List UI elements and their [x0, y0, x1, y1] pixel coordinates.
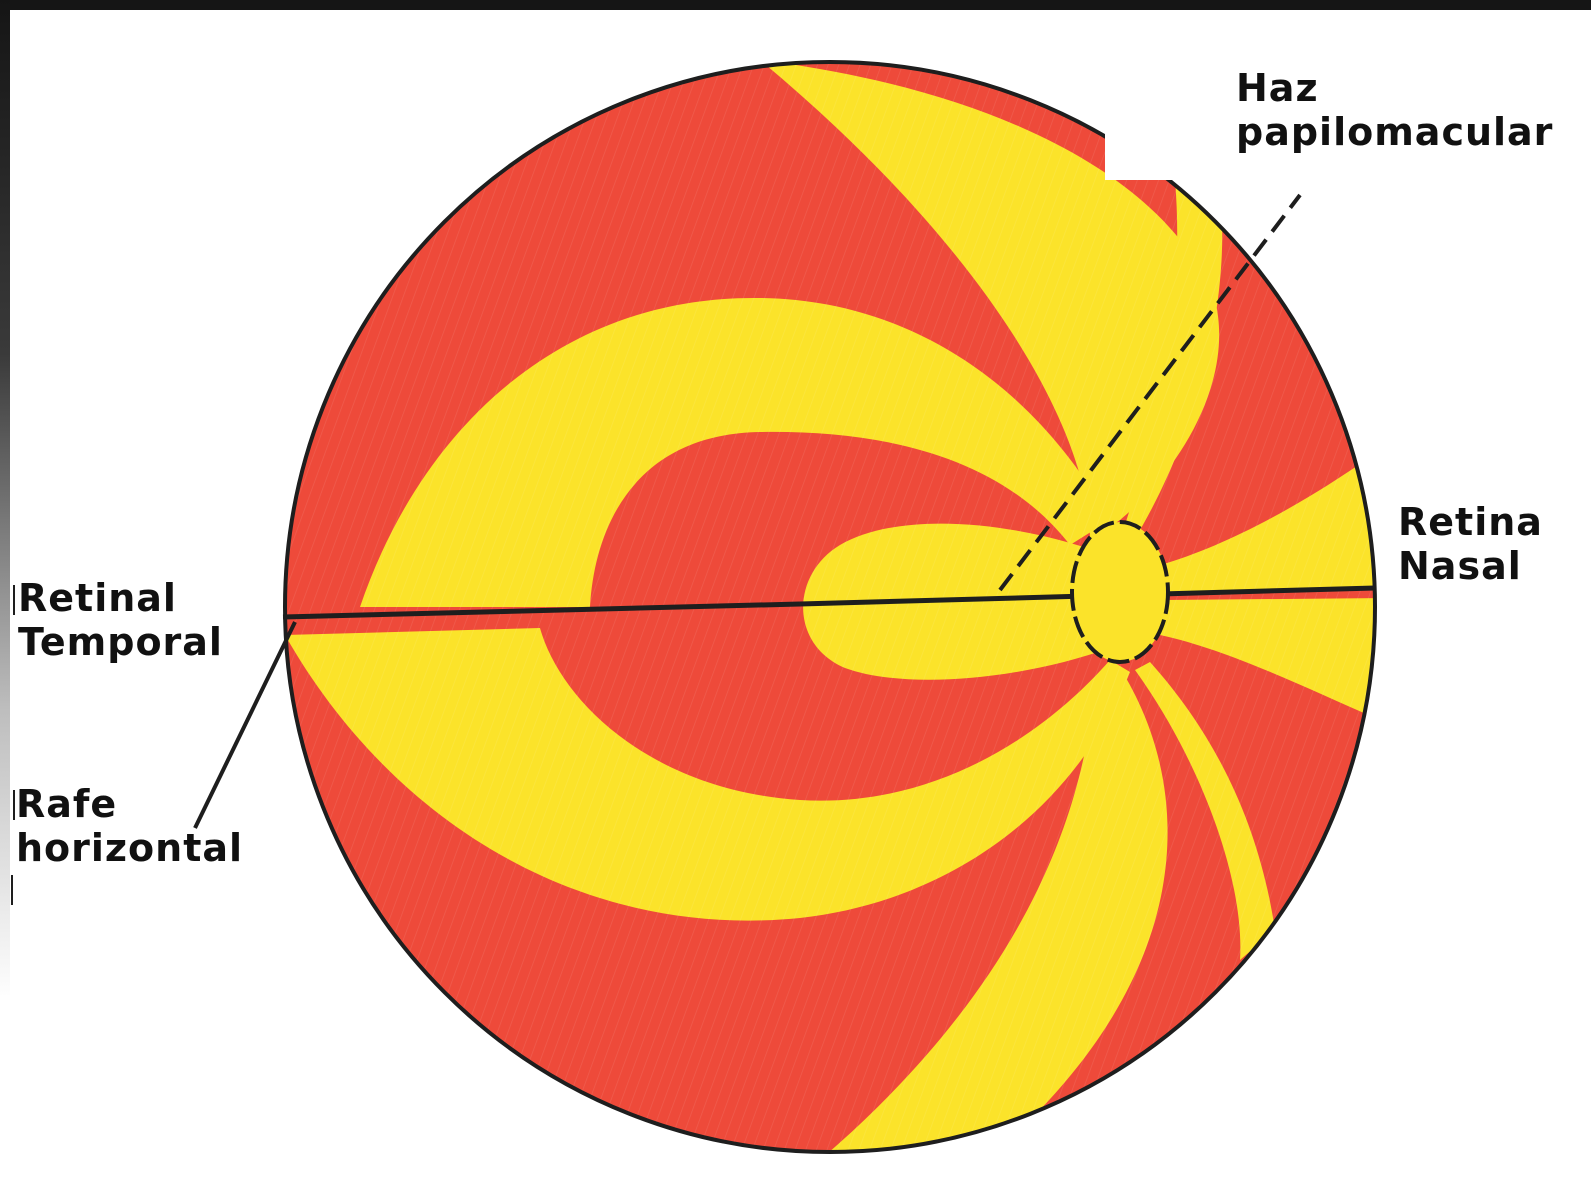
- label-rafe-horizontal-line1: Rafe: [16, 782, 243, 826]
- optic-disc: [1072, 522, 1168, 662]
- label-retina-nasal: Retina Nasal: [1398, 500, 1543, 588]
- label-retinal-temporal: Retinal Temporal: [18, 576, 223, 664]
- label-retina-nasal-line1: Retina: [1398, 500, 1543, 544]
- label-retina-nasal-line2: Nasal: [1398, 544, 1543, 588]
- label-rafe-horizontal: Rafe horizontal: [16, 782, 243, 870]
- label-backdrop-notch: [1105, 60, 1225, 180]
- label-haz-papilomacular-line2: papilomacular: [1236, 110, 1553, 154]
- label-retinal-temporal-line1: Retinal: [18, 576, 223, 620]
- fiber-texture: [285, 62, 1375, 1152]
- label-retinal-temporal-line2: Temporal: [18, 620, 223, 664]
- label-haz-papilomacular: Haz papilomacular: [1236, 66, 1553, 154]
- label-rafe-horizontal-line2: horizontal: [16, 826, 243, 870]
- label-haz-papilomacular-line1: Haz: [1236, 66, 1553, 110]
